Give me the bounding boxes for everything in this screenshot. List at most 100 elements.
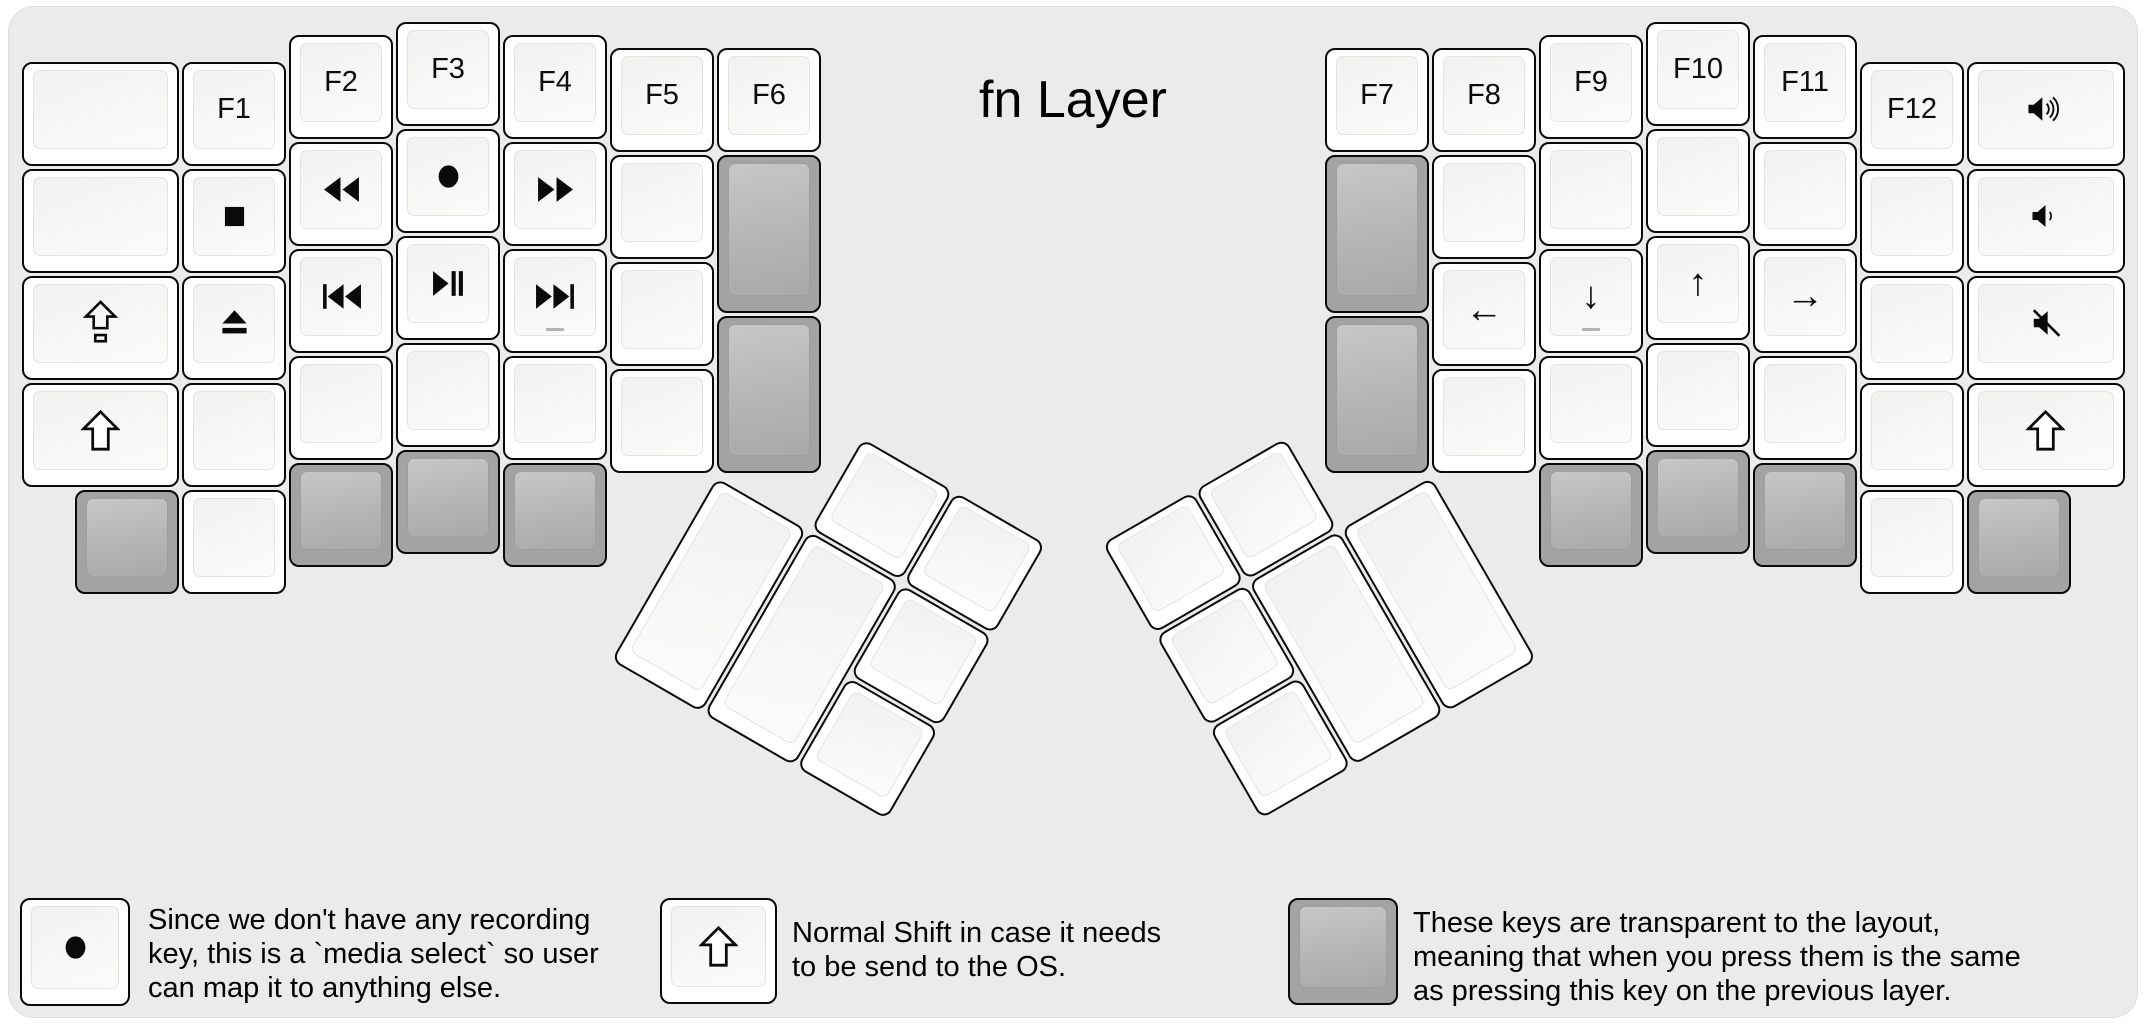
key-transparent [717,315,821,474]
key-blank [1539,141,1643,246]
key-volume-down [1967,168,2125,273]
keytop [1550,363,1632,443]
key-f12: F12 [1860,61,1964,166]
keytop [1336,323,1418,457]
key-blank [1432,155,1536,260]
key-f10: F10 [1646,21,1750,126]
keytop [32,390,168,470]
keytop [32,69,168,149]
keytop [728,323,810,457]
key-label: F5 [645,79,679,112]
keytop [407,243,489,323]
key-transparent [396,449,500,554]
keytop [1550,470,1632,550]
keytop [300,149,382,229]
keytop [193,390,275,470]
key-transparent [717,155,821,313]
key-blank [1860,382,1964,487]
key-transparent [75,489,179,594]
key-fast-forward [503,141,607,246]
key-f2: F2 [289,34,393,139]
keytop [1978,176,2114,256]
key-label: F11 [1781,65,1829,98]
key-label: F6 [752,79,786,112]
key-blank [1860,168,1964,273]
keytop: F10 [1657,29,1739,109]
key-blank [610,155,714,260]
key-eject [182,275,286,380]
keytop [407,136,489,216]
keytop [1978,390,2114,470]
keytop [671,906,766,987]
key-label: ← [1465,288,1503,331]
keytop [300,470,382,550]
key-arrow-up: ↑ [1646,235,1750,340]
layer-title: fn Layer [979,71,1167,129]
key-transparent [1967,489,2071,594]
key-blank [1860,275,1964,380]
legend-line: These keys are transparent to the layout… [1413,907,1941,939]
key-arrow-right: → [1753,248,1857,353]
legend-line: can map it to anything else. [148,972,502,1004]
key-blank [610,262,714,367]
key-f11: F11 [1753,34,1857,139]
key-transparent [1325,315,1429,474]
keytop: F2 [300,42,382,122]
shift-icon [80,409,120,452]
key-f1: F1 [182,61,286,166]
next-track-icon [535,281,576,312]
keytop: F5 [621,56,703,136]
keytop [32,176,168,256]
key-previous-track [289,248,393,353]
keytop [1871,390,1953,470]
key-transparent [1646,449,1750,554]
front-dash-legend [1582,327,1600,331]
key-blank [289,355,393,460]
keytop [1978,69,2114,149]
key-blank [1539,355,1643,460]
key-blank [1432,369,1536,474]
keytop [31,906,119,989]
keytop [1764,363,1846,443]
key-next-track [503,248,607,353]
keytop [621,270,703,350]
key-transparent [1753,462,1857,567]
key-media-stop [182,168,286,273]
key-mute [1967,275,2125,380]
keytop [1764,149,1846,229]
keytop [193,283,275,363]
keytop [193,176,275,256]
keytop [1443,377,1525,457]
keytop [621,163,703,243]
record-icon [60,931,91,964]
key-label: ↓ [1581,275,1601,318]
key-label: F1 [217,92,251,125]
key-label: F2 [324,65,358,98]
key-blank [1753,141,1857,246]
keytop: F3 [407,29,489,109]
key-f9: F9 [1539,34,1643,139]
key-blank [1646,342,1750,447]
keytop [300,256,382,336]
keytop [1443,163,1525,243]
key-label: F12 [1887,92,1937,125]
key-media-select [396,128,500,233]
keytop: F6 [728,56,810,136]
eject-icon [218,309,251,338]
keytop: F9 [1550,42,1632,122]
key-f7: F7 [1325,48,1429,153]
key-label: F7 [1360,79,1394,112]
key-blank [610,369,714,474]
keytop: ↑ [1657,243,1739,323]
keytop [1871,497,1953,577]
stop-icon [221,203,248,230]
previous-track-icon [321,281,362,312]
key-label: ↑ [1688,262,1708,304]
key-caps-lock [21,275,179,380]
legend-line: key, this is a `media select` so user [148,938,599,970]
key-label: F10 [1673,52,1723,85]
shift-icon [699,925,738,968]
keytop: F1 [193,69,275,149]
volume-up-icon [2024,93,2067,125]
